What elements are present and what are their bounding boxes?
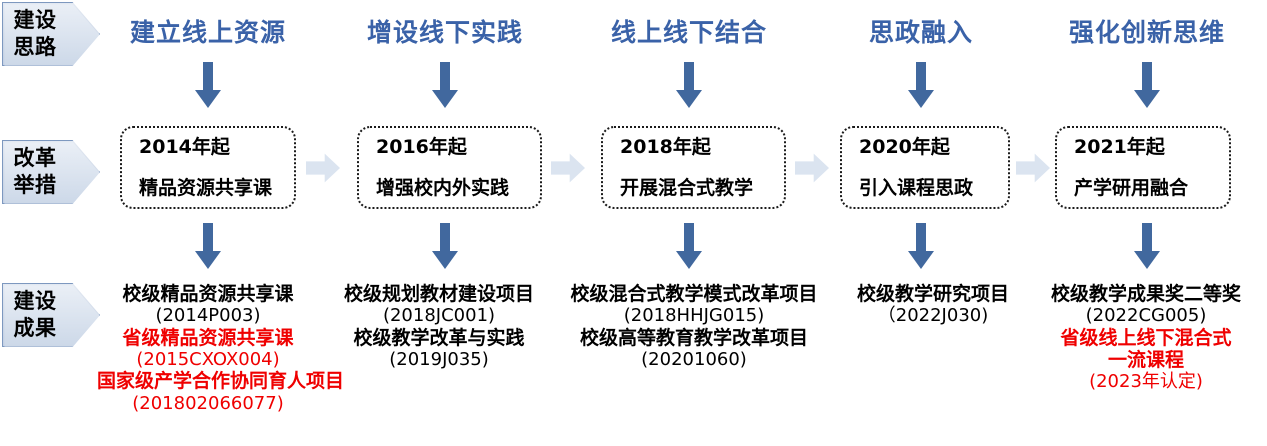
- outcomes-column-3: 校级混合式教学模式改革项目 (2018HHJG015) 校级高等教育教学改革项目…: [557, 283, 831, 370]
- measure-box-2[interactable]: 2016年起 增强校内外实践: [357, 126, 542, 209]
- measure-year-4: 2020年起: [859, 135, 950, 158]
- measure-box-4[interactable]: 2020年起 引入课程思政: [840, 126, 1010, 209]
- outcome-item: (2023年认定): [1089, 371, 1203, 393]
- measure-box-3[interactable]: 2018年起 开展混合式教学: [601, 126, 786, 209]
- outcome-item: 省级线上线下混合式: [1060, 326, 1232, 349]
- measure-year-1: 2014年起: [139, 135, 230, 158]
- outcome-item: 一流课程: [1107, 349, 1184, 372]
- row-label-line2: 举措: [13, 173, 57, 197]
- down-arrow-icon-2-bottom: [432, 223, 458, 269]
- measure-action-2: 增强校内外实践: [376, 176, 510, 199]
- outcome-item: (20201060): [641, 349, 747, 371]
- outcome-item: (2014P003): [155, 305, 261, 327]
- outcomes-column-5: 校级教学成果奖二等奖 (2022CG005) 省级线上线下混合式 一流课程 (2…: [1034, 283, 1258, 393]
- outcomes-column-1: 校级精品资源共享课 (2014P003) 省级精品资源共享课 (2015CXOX…: [97, 283, 345, 414]
- measure-action-1: 精品资源共享课: [139, 176, 273, 199]
- phase-title-4: 思政融入: [868, 18, 973, 47]
- phase-title-5: 强化创新思维: [1068, 18, 1225, 47]
- measure-box-5[interactable]: 2021年起 产学研用融合: [1055, 126, 1231, 209]
- outcome-item: （2022J030): [877, 305, 989, 327]
- outcome-item: (2019J035): [389, 349, 489, 371]
- outcome-item: 省级精品资源共享课: [122, 326, 294, 349]
- measure-year-2: 2016年起: [376, 135, 467, 158]
- right-chevron-arrow-icon-3: [795, 153, 829, 183]
- outcome-item: 校级高等教育教学改革项目: [579, 326, 808, 349]
- outcome-item: 校级精品资源共享课: [122, 283, 294, 305]
- phase-title-3: 线上线下结合: [610, 18, 767, 47]
- down-arrow-icon-5-bottom: [1134, 223, 1160, 269]
- measure-action-4: 引入课程思政: [859, 176, 974, 199]
- right-chevron-arrow-icon-2: [551, 153, 585, 183]
- outcome-item: (2022CG005): [1085, 305, 1207, 327]
- down-arrow-icon-1-top: [195, 62, 221, 108]
- phase-title-2: 增设线下实践: [366, 18, 523, 47]
- row-label-line1: 改革: [13, 146, 57, 171]
- outcome-item: 国家级产学合作协同育人项目: [97, 370, 345, 393]
- down-arrow-icon-5-top: [1134, 62, 1160, 108]
- outcomes-column-2: 校级规划教材建设项目 (2018JC001) 校级教学改革与实践 (2019J0…: [330, 283, 548, 370]
- down-arrow-icon-4-top: [908, 62, 934, 108]
- row-label-construction-approach-text: 建设 思路: [2, 2, 68, 66]
- phase-title-1: 建立线上资源: [129, 18, 286, 47]
- outcome-item: (201802066077): [132, 392, 284, 414]
- down-arrow-icon-4-bottom: [908, 223, 934, 269]
- measure-year-5: 2021年起: [1074, 135, 1165, 158]
- row-label-line2: 思路: [13, 35, 57, 59]
- row-label-construction-outcomes-text: 建设 成果: [2, 283, 68, 347]
- outcome-item: (2015CXOX004): [136, 349, 280, 371]
- row-label-line1: 建设: [13, 289, 57, 314]
- outcome-item: (2018JC001): [382, 305, 496, 327]
- measure-action-5: 产学研用融合: [1074, 176, 1189, 199]
- right-chevron-arrow-icon-1: [306, 153, 340, 183]
- outcome-item: 校级规划教材建设项目: [343, 283, 534, 305]
- down-arrow-icon-1-bottom: [195, 223, 221, 269]
- outcome-item: 校级教学改革与实践: [353, 326, 525, 349]
- down-arrow-icon-3-top: [676, 62, 702, 108]
- right-chevron-arrow-icon-4: [1016, 153, 1050, 183]
- down-arrow-icon-3-bottom: [676, 223, 702, 269]
- measure-action-3: 开展混合式教学: [620, 176, 754, 199]
- down-arrow-icon-2-top: [432, 62, 458, 108]
- measure-year-3: 2018年起: [620, 135, 711, 158]
- row-label-line2: 成果: [13, 316, 57, 340]
- outcome-item: 校级混合式教学模式改革项目: [570, 283, 818, 305]
- measure-box-1[interactable]: 2014年起 精品资源共享课: [120, 126, 296, 209]
- outcome-item: (2018HHJG015): [623, 305, 765, 327]
- outcome-item: 校级教学研究项目: [856, 283, 1009, 305]
- outcome-item: 校级教学成果奖二等奖: [1050, 283, 1241, 305]
- outcomes-column-4: 校级教学研究项目 （2022J030): [838, 283, 1028, 327]
- row-label-line1: 建设: [13, 8, 57, 33]
- row-label-reform-measures-text: 改革 举措: [2, 140, 68, 204]
